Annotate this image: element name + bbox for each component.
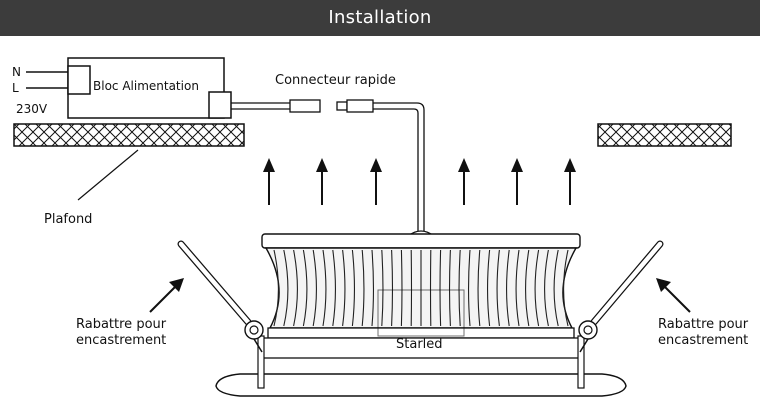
voltage-label: 230V xyxy=(16,102,48,116)
arrow-up-icon xyxy=(511,158,523,205)
fold-left-label-line2: encastrement xyxy=(76,333,166,348)
neutral-label: N xyxy=(12,65,21,79)
heatsink-fin xyxy=(302,249,308,327)
heatsink-fin xyxy=(273,249,279,327)
heatsink-fin xyxy=(283,249,289,327)
fold-left-label-line1: Rabattre pour xyxy=(76,317,167,332)
downlight-fixture xyxy=(215,230,627,397)
heatsink-fin xyxy=(293,249,298,327)
fold-right-label-line1: Rabattre pour xyxy=(658,317,749,332)
spring-clip-right xyxy=(578,240,664,353)
heatsink-fin xyxy=(534,249,540,327)
heatsink-fin xyxy=(496,249,500,327)
ceiling-leader-line xyxy=(77,149,139,201)
arrow-up-icon xyxy=(458,158,470,205)
arrow-up-icon xyxy=(370,158,382,205)
mains-wires xyxy=(26,71,68,89)
power-supply-label: Bloc Alimentation xyxy=(93,79,199,93)
heatsink-fin xyxy=(506,249,510,327)
heatsink-fin xyxy=(312,249,317,327)
power-supply-unit xyxy=(67,57,232,119)
heatsink-fin xyxy=(515,249,520,327)
ceiling-right xyxy=(597,123,732,147)
upward-arrows xyxy=(263,158,576,205)
heatsink-fin xyxy=(381,249,384,327)
heatsink-fin xyxy=(361,249,365,327)
heatsink-fin xyxy=(351,249,355,327)
arrow-up-icon xyxy=(316,158,328,205)
fold-arrow-left-icon xyxy=(149,278,184,313)
heatsink-fin xyxy=(322,249,327,327)
heatsink-fin xyxy=(448,249,451,327)
ceiling-label: Plafond xyxy=(44,212,92,227)
heatsink-fin xyxy=(371,249,375,327)
heatsink-fin xyxy=(391,249,394,327)
title-bar: Installation xyxy=(0,0,760,36)
heatsink-fin xyxy=(439,249,442,327)
fold-arrow-right-icon xyxy=(656,278,691,313)
arrow-up-icon xyxy=(564,158,576,205)
ceiling-left xyxy=(13,123,245,147)
heatsink-fin xyxy=(553,249,559,327)
heatsink-fin xyxy=(477,249,481,327)
connector-label: Connecteur rapide xyxy=(275,73,396,88)
line-label: L xyxy=(12,81,19,95)
fold-right-label-line2: encastrement xyxy=(658,333,748,348)
heatsink-fin xyxy=(458,249,461,327)
arrow-up-icon xyxy=(263,158,275,205)
heatsink-fin xyxy=(400,249,403,327)
heatsink-fin xyxy=(487,249,491,327)
brand-label: Starled xyxy=(396,337,443,352)
heatsink-fin xyxy=(525,249,530,327)
spring-clip-left xyxy=(177,240,264,353)
heatsink-fin xyxy=(467,249,471,327)
heatsink-fin xyxy=(563,249,569,327)
heatsink-fin xyxy=(544,249,549,327)
page-title: Installation xyxy=(328,7,432,28)
heatsink-fin xyxy=(332,249,336,327)
heatsink-fin xyxy=(342,249,346,327)
quick-connector xyxy=(231,99,425,232)
